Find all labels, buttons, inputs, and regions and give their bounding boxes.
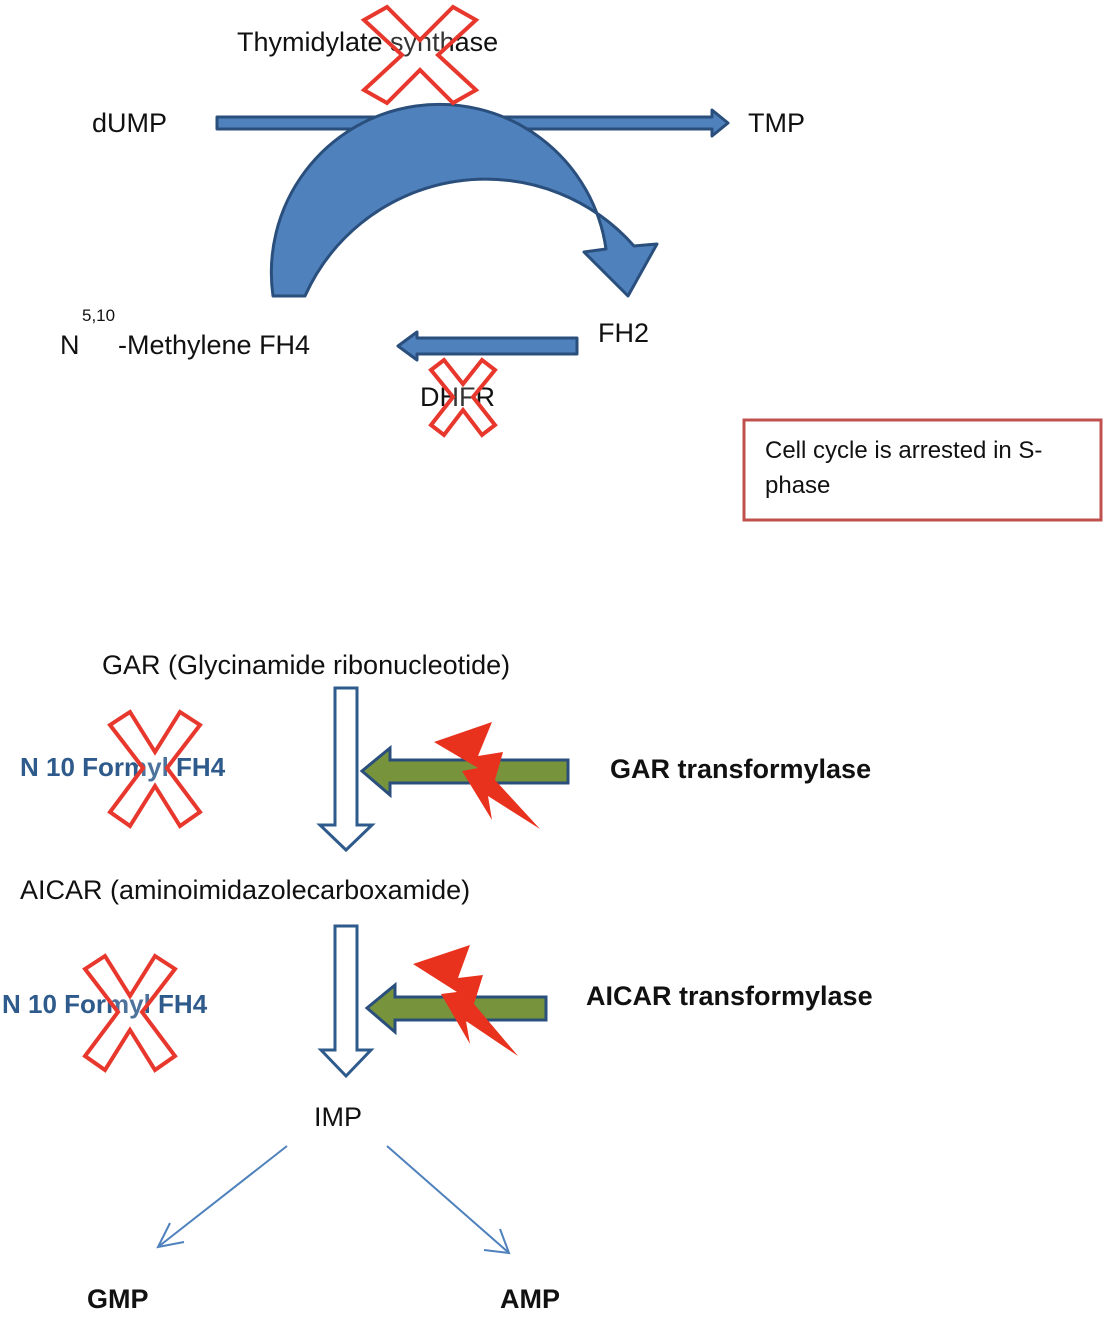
dhfr-inhibit-x-icon xyxy=(428,357,498,438)
thymidylate-synthase-inhibit-x-icon xyxy=(360,4,480,106)
aicar-label: AICAR (aminoimidazolecarboxamide) xyxy=(20,875,470,905)
fh2-to-methylene-arrow xyxy=(396,330,579,362)
methylene-fh4-prefix: N xyxy=(60,330,80,360)
methylene-fh4-superscript: 5,10 xyxy=(82,306,115,325)
aicar-lightning-icon xyxy=(413,945,518,1056)
aicar-transformylase-label: AICAR transformylase xyxy=(586,981,873,1011)
curved-cycle-arrow xyxy=(269,102,659,298)
gar-transformylase-label: GAR transformylase xyxy=(610,754,871,784)
n10-formyl-fh4-label-1: N 10 Formyl FH4 xyxy=(20,752,226,782)
aicar-to-imp-arrow xyxy=(317,924,375,1079)
formyl-fh4-inhibit-x-icon-1 xyxy=(107,709,203,829)
gar-lightning-icon xyxy=(434,722,540,829)
imp-label: IMP xyxy=(314,1102,362,1132)
dump-label: dUMP xyxy=(92,108,167,138)
cell-cycle-note-line1: Cell cycle is arrested in S- xyxy=(765,437,1042,464)
tmp-label: TMP xyxy=(748,108,805,138)
cell-cycle-note-box xyxy=(742,418,1103,522)
methylene-fh4-label: -Methylene FH4 xyxy=(118,330,310,360)
gar-to-aicar-arrow xyxy=(316,686,376,853)
gar-label: GAR (Glycinamide ribonucleotide) xyxy=(102,650,510,680)
imp-to-amp-arrow xyxy=(386,1145,511,1255)
amp-label: AMP xyxy=(500,1284,560,1314)
gmp-label: GMP xyxy=(87,1284,149,1314)
formyl-fh4-inhibit-x-icon-2 xyxy=(82,953,178,1073)
imp-to-gmp-arrow xyxy=(156,1145,288,1249)
cell-cycle-note-line2: phase xyxy=(765,472,830,499)
fh2-label: FH2 xyxy=(598,318,649,348)
